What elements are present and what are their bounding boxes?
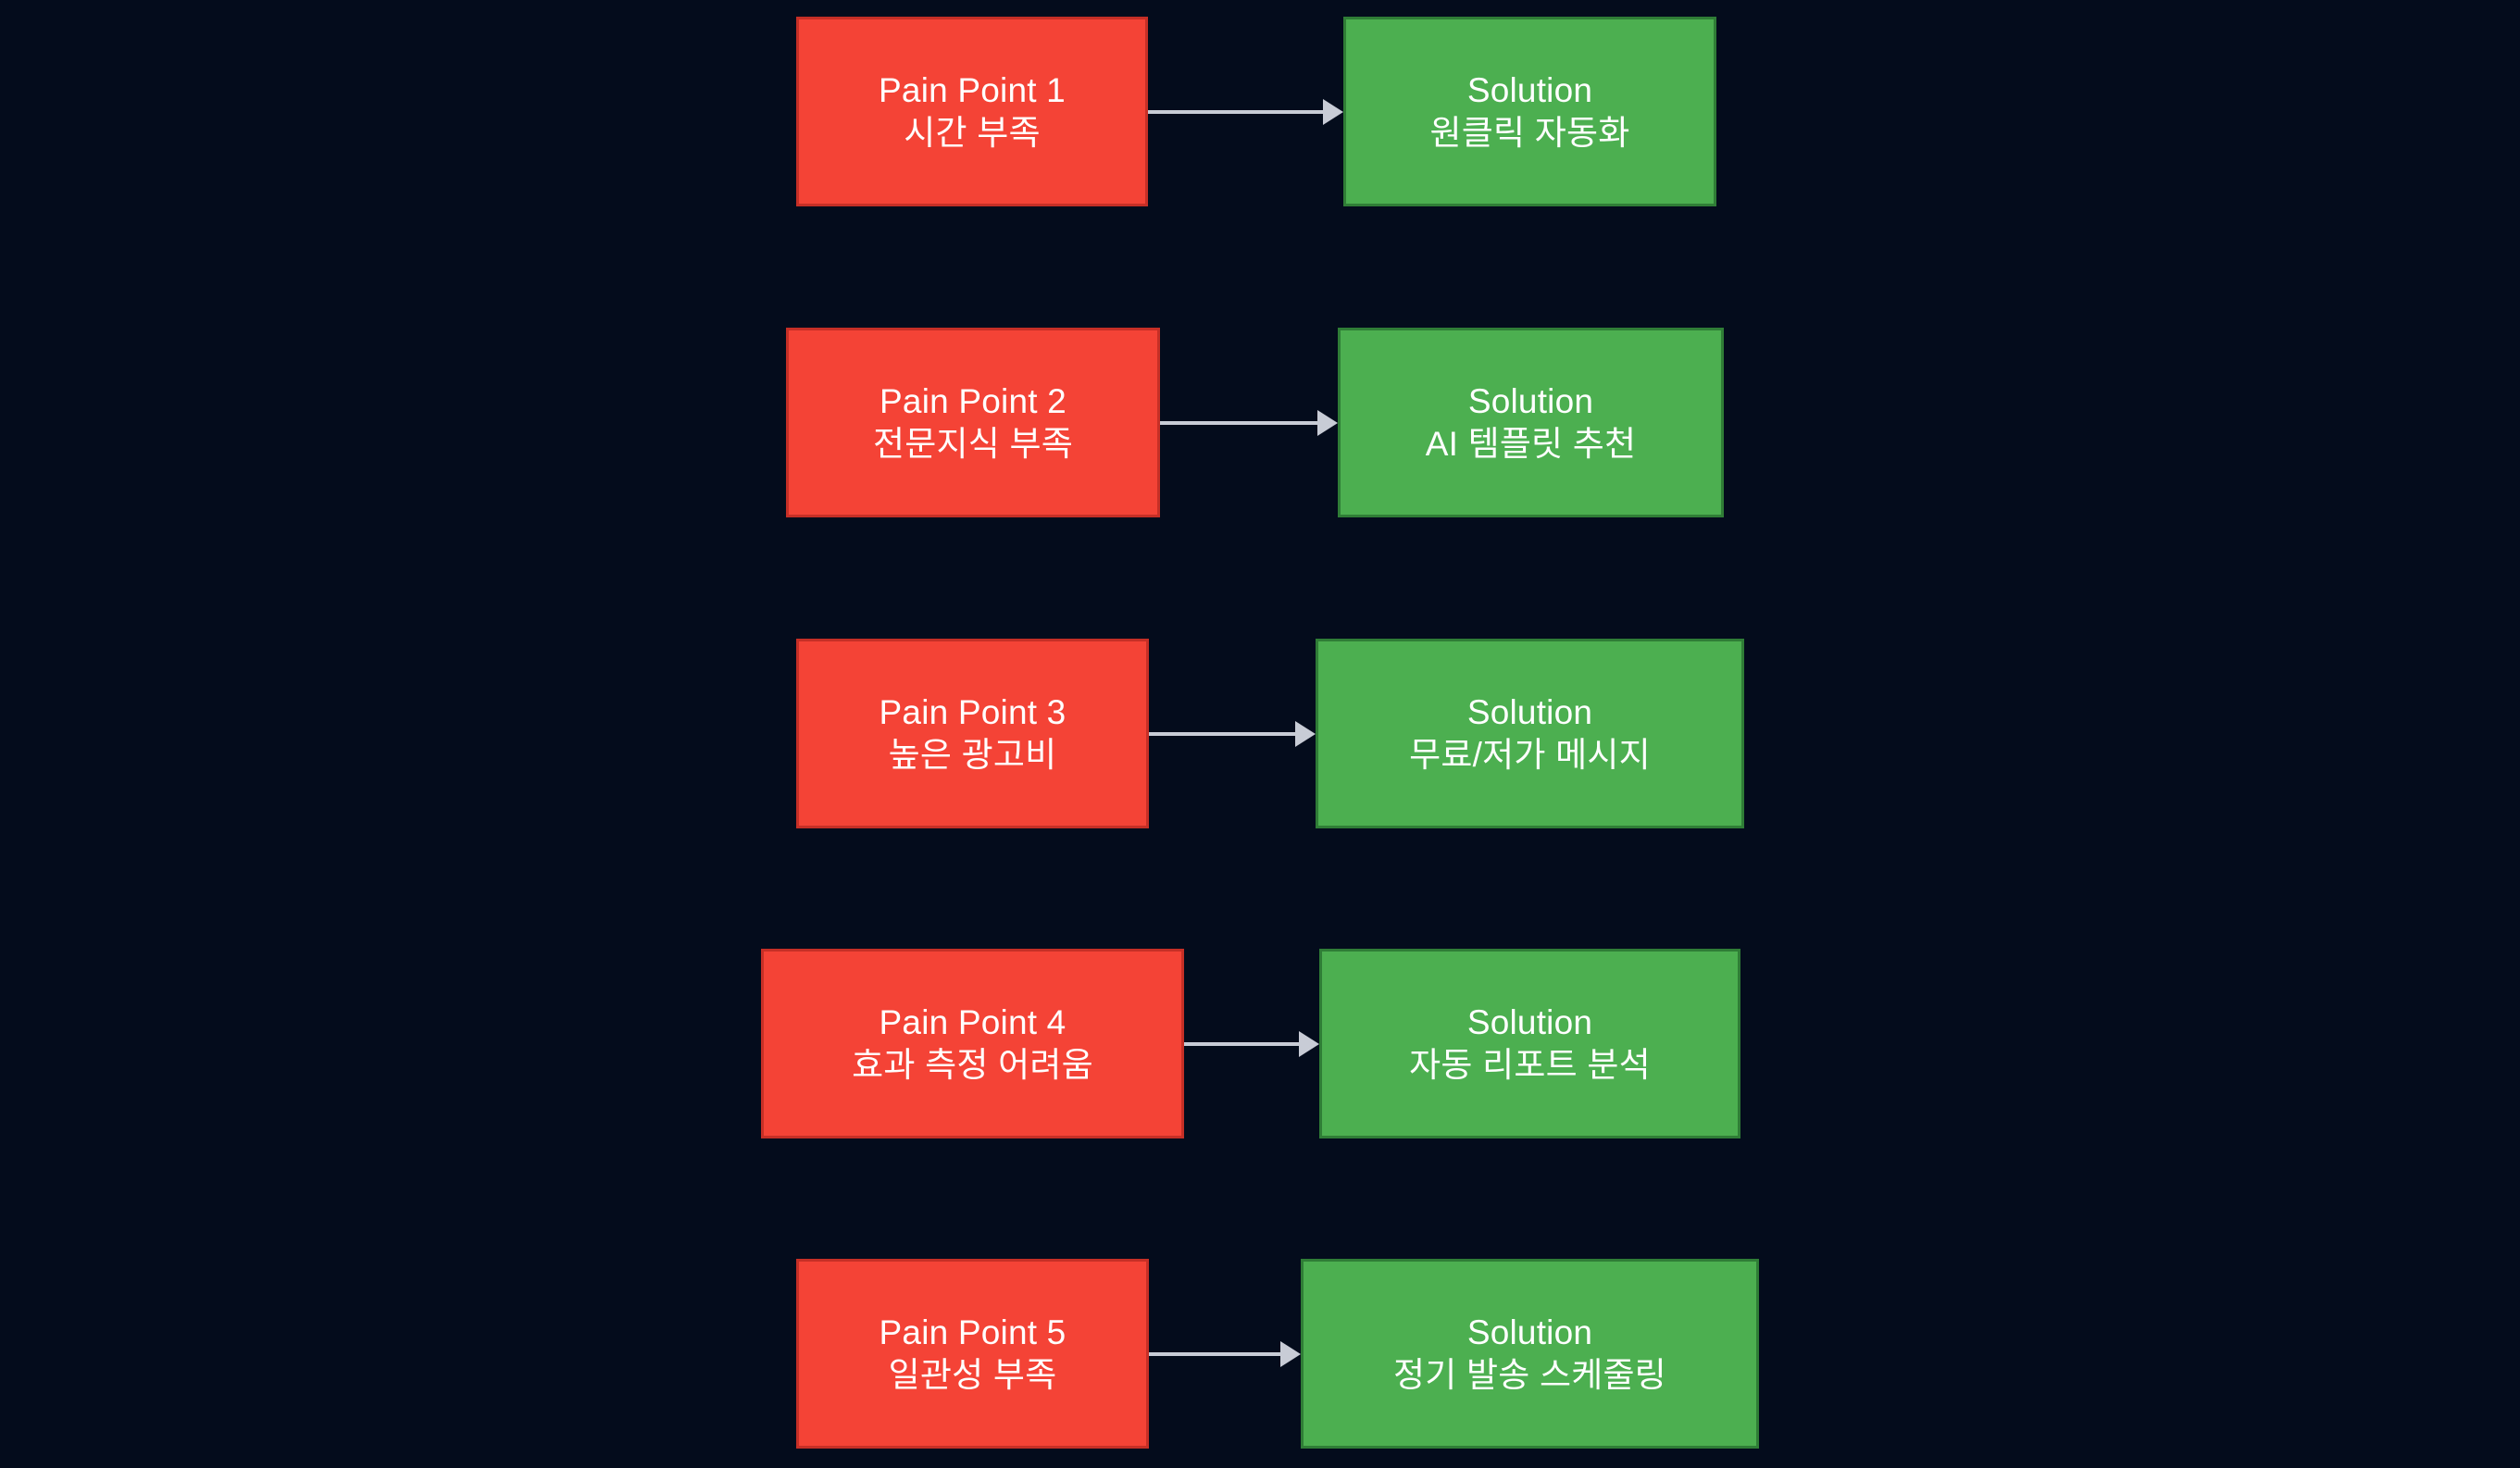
flow-arrow bbox=[1149, 1337, 1301, 1372]
pain-point-title: Pain Point 3 bbox=[879, 693, 1067, 732]
solution-title: Solution bbox=[1467, 382, 1594, 421]
pain-point-title: Pain Point 4 bbox=[879, 1003, 1067, 1042]
pain-point-title: Pain Point 2 bbox=[880, 382, 1067, 421]
solution-detail: AI 템플릿 추천 bbox=[1425, 424, 1637, 463]
solution-detail: 무료/저가 메시지 bbox=[1409, 735, 1651, 774]
arrow-shaft bbox=[1149, 1351, 1281, 1356]
arrow-shaft bbox=[1184, 1041, 1300, 1046]
solution-title: Solution bbox=[1466, 71, 1593, 110]
solution-title: Solution bbox=[1466, 1003, 1593, 1042]
arrowhead-icon bbox=[1280, 1340, 1301, 1367]
pain-point-detail: 효과 측정 어려움 bbox=[852, 1045, 1093, 1084]
pain-point-detail: 시간 부족 bbox=[904, 113, 1041, 152]
solution-title: Solution bbox=[1466, 1313, 1593, 1352]
flow-arrow bbox=[1148, 94, 1343, 130]
flow-arrow bbox=[1149, 716, 1316, 752]
flow-arrow bbox=[1184, 1026, 1319, 1062]
solution-detail: 자동 리포트 분석 bbox=[1409, 1045, 1651, 1084]
solution-detail: 정기 발송 스케줄링 bbox=[1393, 1355, 1666, 1394]
pain-point-title: Pain Point 5 bbox=[879, 1313, 1067, 1352]
arrowhead-icon bbox=[1295, 720, 1316, 747]
flow-arrow bbox=[1160, 405, 1338, 441]
arrow-shaft bbox=[1148, 109, 1324, 114]
solution-title: Solution bbox=[1466, 693, 1593, 732]
pain-point-detail: 전문지식 부족 bbox=[873, 424, 1073, 463]
solution-detail: 원클릭 자동화 bbox=[1429, 113, 1630, 152]
arrowhead-icon bbox=[1323, 98, 1343, 125]
pain-point-detail: 높은 광고비 bbox=[888, 735, 1057, 774]
arrowhead-icon bbox=[1299, 1030, 1319, 1057]
pain-point-detail: 일관성 부족 bbox=[888, 1355, 1057, 1394]
arrowhead-icon bbox=[1317, 409, 1338, 436]
pain-point-title: Pain Point 1 bbox=[879, 71, 1066, 110]
arrow-shaft bbox=[1160, 420, 1318, 425]
arrow-shaft bbox=[1149, 731, 1296, 736]
